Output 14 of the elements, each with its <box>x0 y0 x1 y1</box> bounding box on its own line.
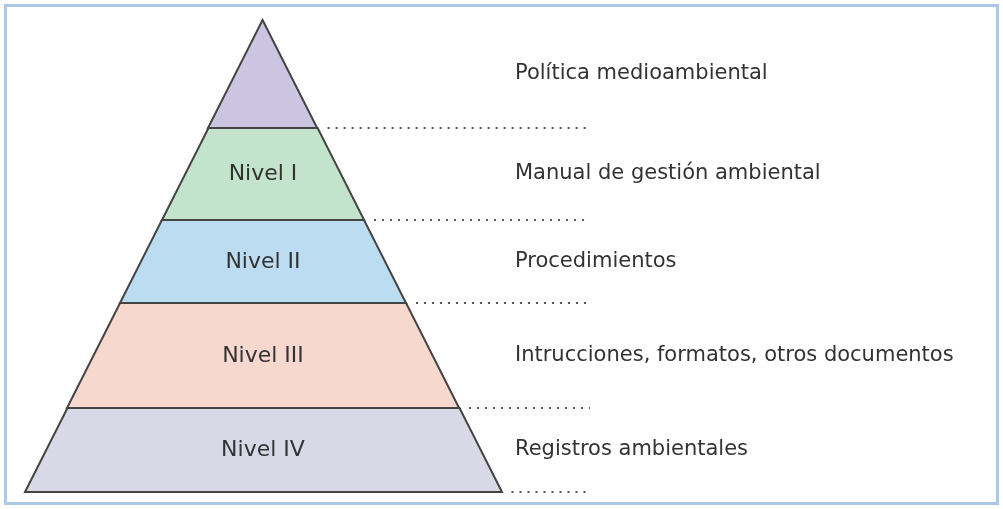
pyramid-level <box>120 220 406 303</box>
pyramid-level <box>66 303 460 408</box>
level-description: Manual de gestión ambiental <box>515 160 821 184</box>
level-description: Procedimientos <box>515 247 677 272</box>
level-label: Nivel II <box>224 247 302 273</box>
pyramid-level <box>24 408 502 492</box>
pyramid-apex <box>208 20 318 128</box>
pyramid-level <box>161 128 365 220</box>
level-description: Intrucciones, formatos, otros documentos <box>515 341 954 366</box>
level-label: Nivel I <box>227 160 299 185</box>
level-label: Nivel III <box>221 341 305 367</box>
level-description: Política medioambiental <box>515 60 768 84</box>
level-label: Nivel IV <box>220 436 306 461</box>
level-description: Registros ambientales <box>515 436 749 460</box>
